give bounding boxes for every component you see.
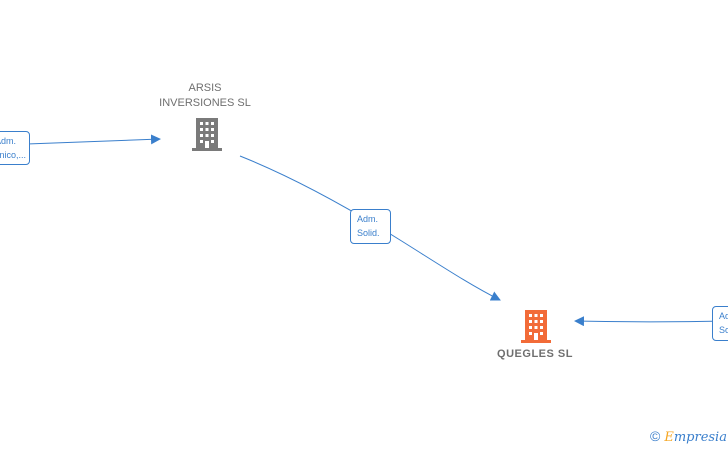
node-label-arsis-line2: INVERSIONES SL: [159, 97, 251, 109]
copyright-symbol: ©: [650, 428, 661, 444]
edge-label-right-line1: Adm.: [719, 311, 728, 321]
edge-label-right[interactable]: Adm. Solid.: [712, 306, 728, 341]
edge-arsis-to-quegles: [239, 155, 501, 301]
edge-label-middle[interactable]: Adm. Solid.: [350, 209, 391, 244]
building-icon-main[interactable]: [519, 308, 553, 344]
brand-logo-rest: mpresia: [673, 430, 727, 445]
edge-label-left-line1: Adm.: [0, 136, 17, 146]
brand-logo-e: E: [664, 430, 674, 445]
edge-label-left-line2: Unico,...: [0, 150, 27, 160]
edge-label-middle-line1: Adm.: [357, 214, 379, 224]
empresia-watermark: ©Empresia: [650, 428, 727, 448]
edge-right-to-quegles: [574, 316, 728, 327]
node-label-quegles[interactable]: QUEGLES SL: [497, 348, 573, 360]
brand-logo: Empresia: [664, 430, 727, 445]
edge-label-left[interactable]: Adm. Unico,...: [0, 131, 30, 165]
edge-label-middle-line2: Solid.: [357, 228, 380, 238]
edge-label-right-line2: Solid.: [719, 325, 728, 335]
building-icon[interactable]: [190, 116, 224, 152]
node-label-arsis[interactable]: ARSIS INVERSIONES SL: [150, 81, 260, 111]
node-label-arsis-line1: ARSIS: [188, 82, 222, 94]
